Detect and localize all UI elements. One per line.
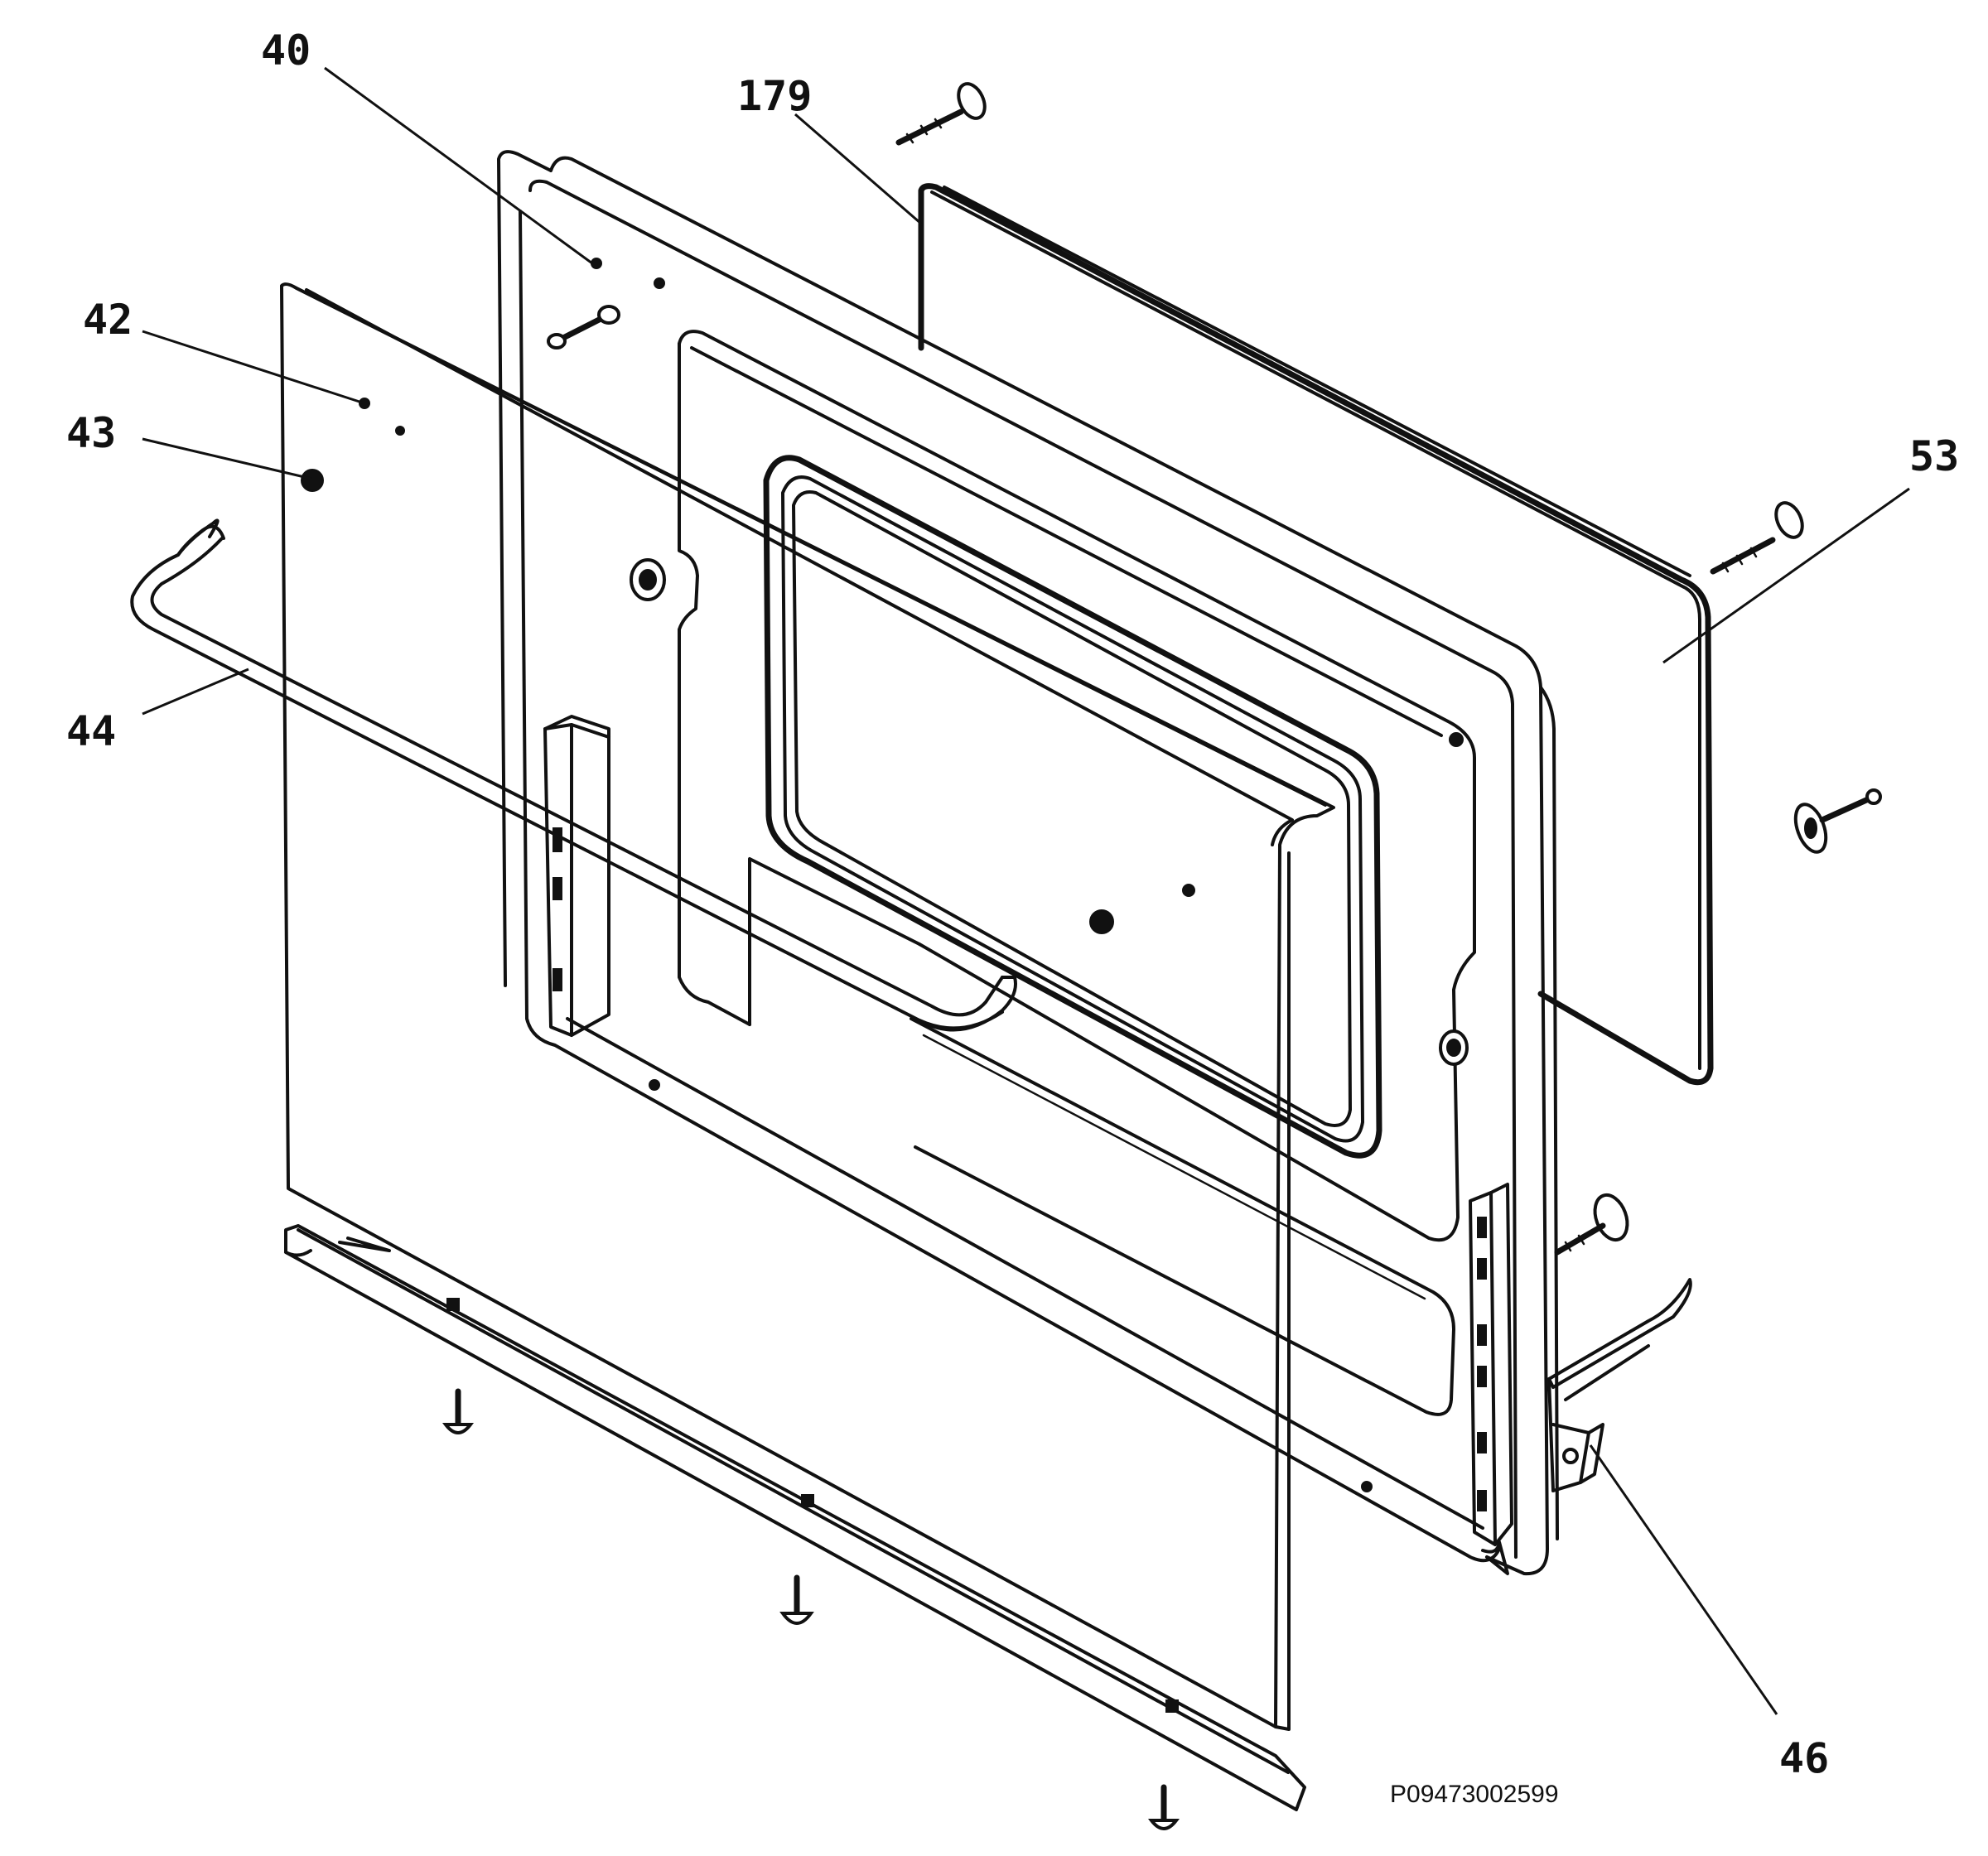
left-side-bracket [543,715,610,1037]
callout-labels: 40 179 42 43 53 44 46 [66,27,1959,1782]
right-side-bracket [1469,1183,1513,1546]
inner-door-panel [497,150,1559,1576]
rear-glass-screw-top [895,82,987,146]
inner-panel-holes [591,258,1469,1492]
bottom-trim-strip [284,1224,1306,1811]
callout-46: 46 [1779,1734,1829,1782]
callout-179: 179 [737,72,812,120]
rear-glass-panel-with-seal [918,183,1714,1086]
inner-panel-pin [547,305,620,350]
callout-leaders [142,66,1910,1715]
callout-43: 43 [66,409,116,457]
window-glass-frame [763,455,1382,1159]
hinge-screw-lower [1554,1193,1629,1256]
door-hinge [1547,1278,1692,1492]
callout-42: 42 [83,296,133,344]
callout-53: 53 [1909,432,1959,480]
callout-44: 44 [66,707,116,755]
door-handle [130,518,1017,1032]
bottom-screw-3 [1147,1784,1180,1830]
rear-glass-screw-right [1710,501,1804,575]
drawing-id: P09473002599 [1390,1781,1559,1808]
callout-40: 40 [261,27,311,75]
bottom-screw-2 [779,1574,814,1625]
outer-front-glass [280,282,1335,1731]
bottom-screw-1 [442,1388,475,1434]
hinge-screw-right [1793,788,1882,854]
